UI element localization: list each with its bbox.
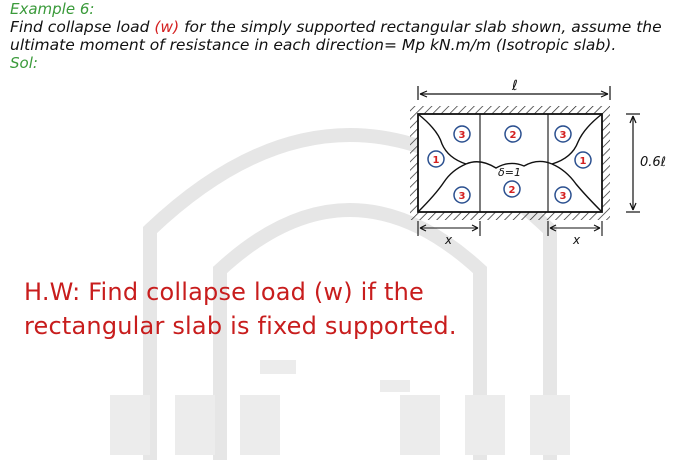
svg-text:3: 3: [459, 191, 466, 202]
region-marker: 2: [503, 180, 521, 198]
svg-text:1: 1: [433, 155, 440, 166]
yield-lines: [417, 113, 603, 213]
region-marker: 3: [554, 125, 572, 143]
svg-text:3: 3: [459, 130, 466, 141]
svg-text:2: 2: [510, 130, 517, 141]
svg-text:1: 1: [580, 156, 587, 167]
problem-part2: for the simply supported rectangular sla…: [10, 18, 662, 54]
problem-statement: Find collapse load (w) for the simply su…: [10, 18, 690, 54]
sol-label: Sol:: [10, 54, 38, 72]
homework-line-2: rectangular slab is fixed supported.: [24, 312, 457, 340]
problem-highlight: (w): [154, 18, 180, 36]
region-marker: 3: [453, 125, 471, 143]
x-dimensions: [417, 221, 603, 236]
delta-label: δ=1: [498, 166, 521, 179]
x-label-right: x: [572, 233, 581, 247]
svg-text:3: 3: [560, 191, 567, 202]
homework-line-1: H.W: Find collapse load (w) if the: [24, 278, 424, 306]
top-dimension: [417, 86, 611, 100]
svg-text:3: 3: [560, 130, 567, 141]
x-label-left: x: [444, 233, 453, 247]
region-marker: 1: [574, 151, 592, 169]
example-title: Example 6:: [10, 0, 95, 18]
homework-text: H.W: Find collapse load (w) if the recta…: [24, 275, 664, 343]
right-dimension: [626, 113, 640, 213]
problem-text-block: Example 6: Find collapse load (w) for th…: [10, 0, 695, 72]
region-marker: 3: [453, 186, 471, 204]
region-marker: 3: [554, 186, 572, 204]
slab-supports: [410, 106, 610, 220]
top-dim-label: ℓ: [511, 78, 518, 94]
slab-diagram: ℓ 3 2 3 1: [410, 78, 666, 247]
right-dim-label: 0.6ℓ: [640, 155, 666, 170]
region-markers: 3 2 3 1 1 3 2 3: [427, 125, 592, 204]
region-marker: 1: [427, 150, 445, 168]
problem-part1: Find collapse load: [10, 18, 155, 36]
svg-text:2: 2: [509, 185, 516, 196]
region-marker: 2: [504, 125, 522, 143]
